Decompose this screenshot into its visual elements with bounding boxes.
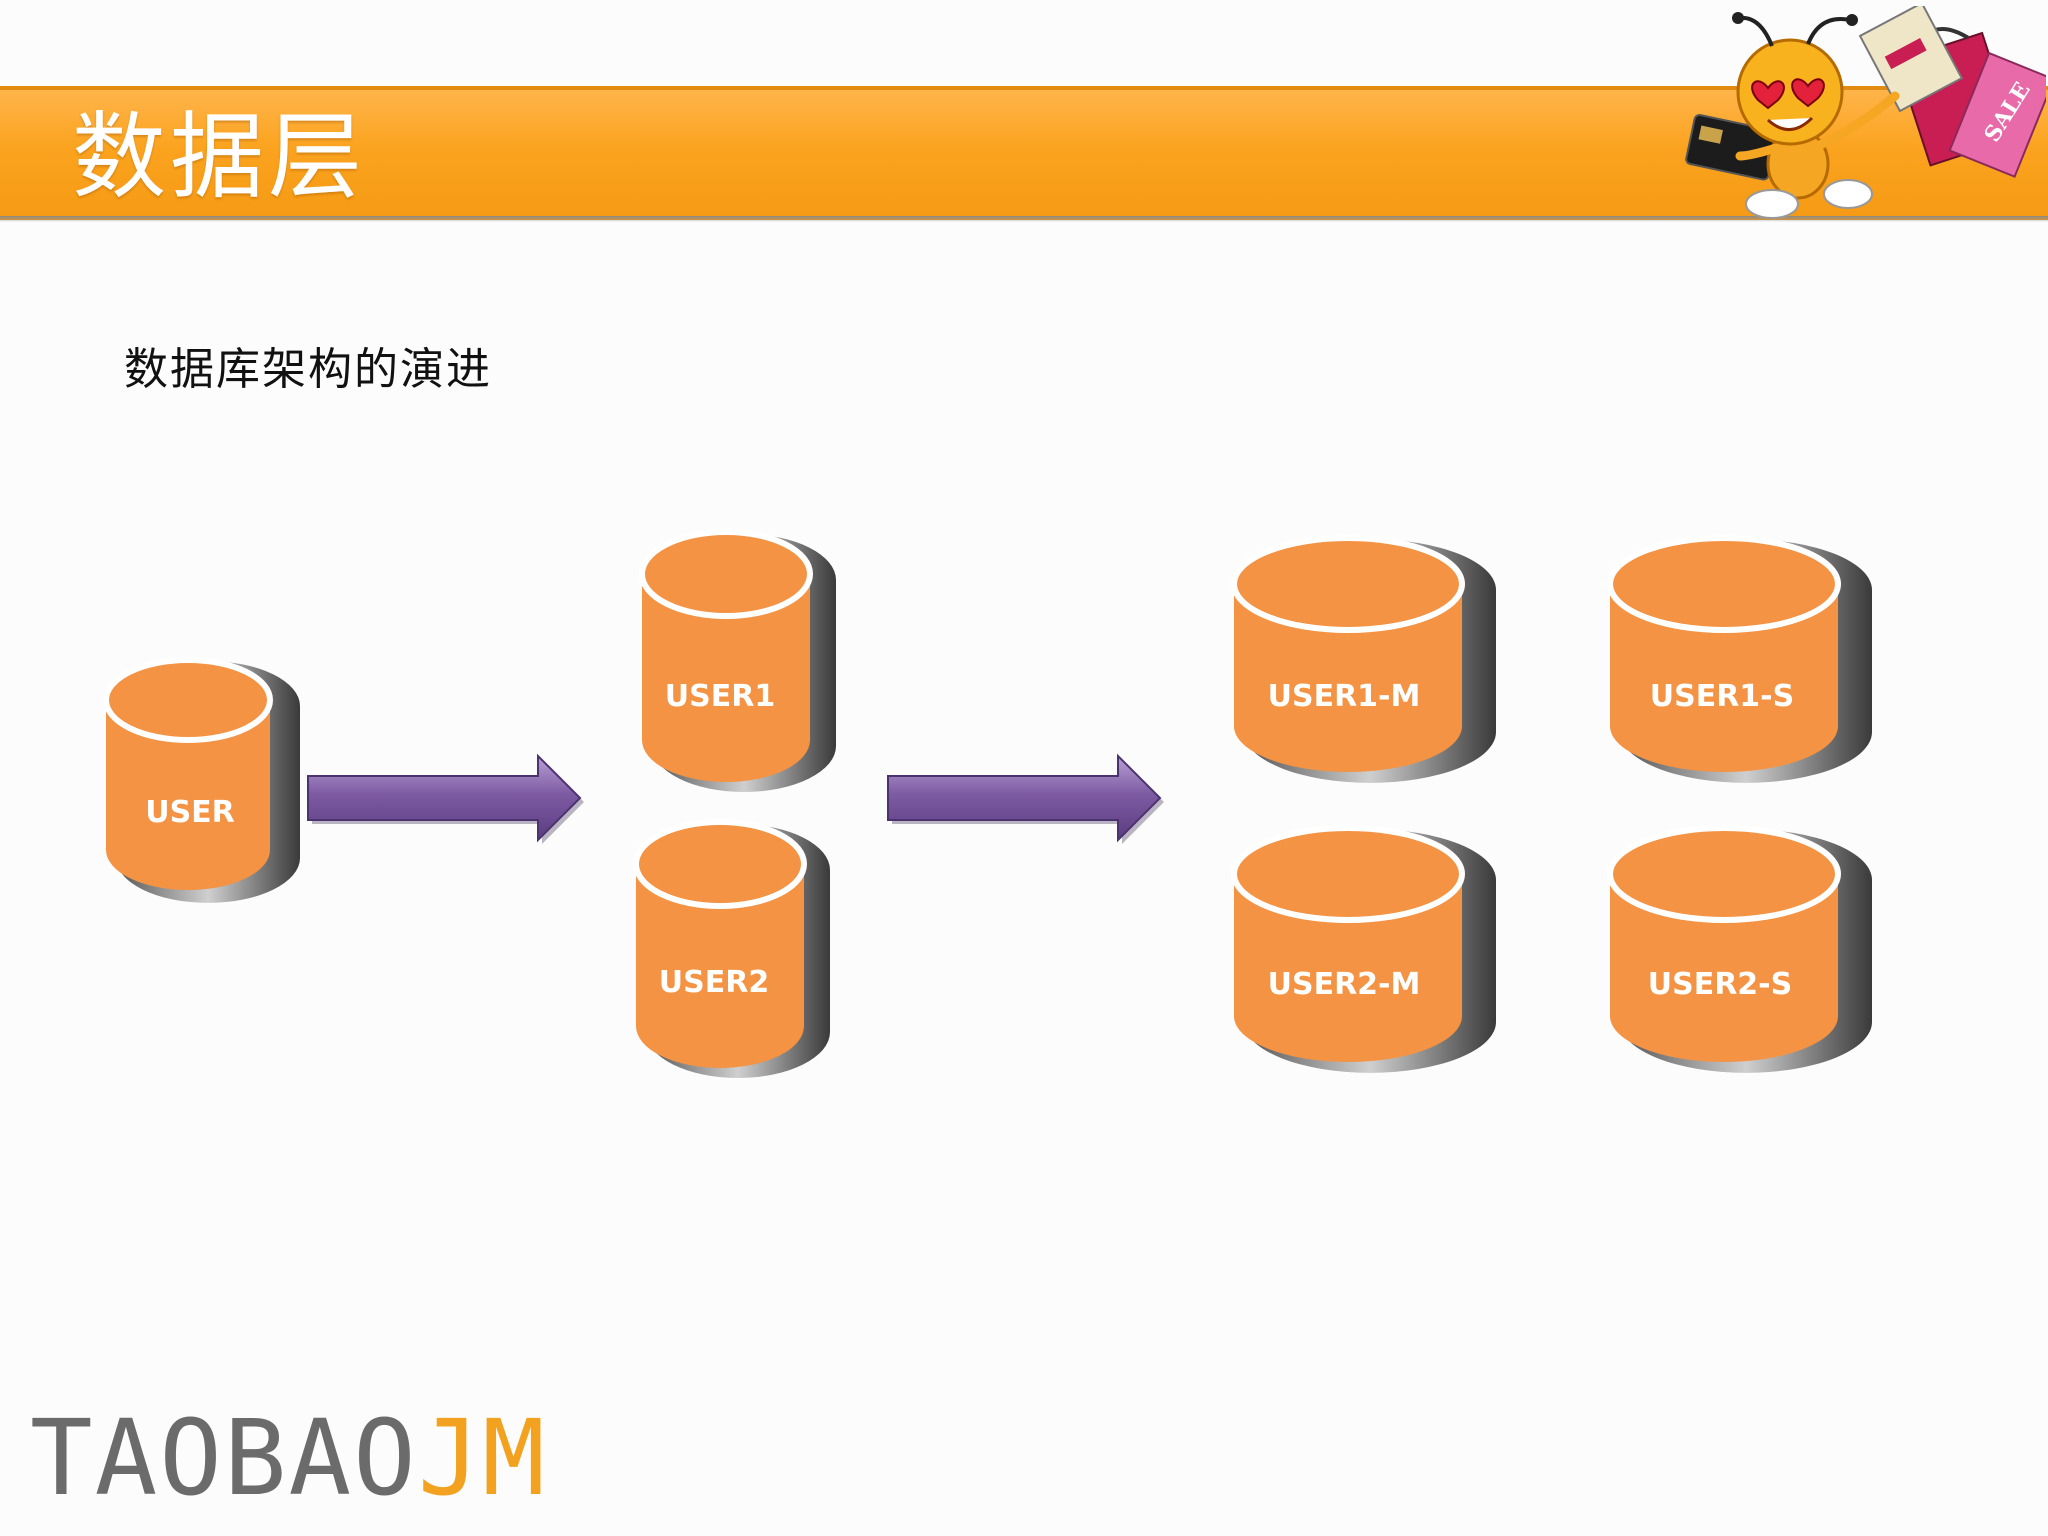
- db-cylinder-user2: USER2: [633, 819, 830, 1078]
- db-label-user1: USER1: [665, 679, 775, 714]
- header-shadow: [0, 216, 2048, 222]
- ant-mascot-icon: SALE: [1685, 6, 2046, 219]
- db-label-user1-s: USER1-S: [1650, 679, 1795, 714]
- db-cylinder-user2-m: USER2-M: [1231, 825, 1496, 1073]
- logo-text-jm: JM: [417, 1397, 547, 1519]
- db-cylinder-user1-s: USER1-S: [1607, 535, 1872, 783]
- logo-text-taobao: TAOBAO: [30, 1397, 418, 1519]
- db-cylinder-user2-s: USER2-S: [1607, 825, 1872, 1073]
- db-cylinder-user1: USER1: [639, 529, 836, 792]
- page-title: 数据层: [72, 103, 367, 212]
- db-label-user1-m: USER1-M: [1268, 679, 1421, 714]
- db-label-user2-m: USER2-M: [1268, 967, 1421, 1002]
- db-label-user2: USER2: [659, 965, 769, 1000]
- db-cylinder-user: USER: [103, 657, 300, 903]
- db-cylinder-user1-m: USER1-M: [1231, 535, 1496, 783]
- arrow-sharded-to-replicated: [887, 753, 1164, 844]
- db-label-user: USER: [145, 795, 235, 830]
- taobaojm-logo: TAOBAOJM: [30, 1398, 547, 1518]
- section-subtitle: 数据库架构的演进: [124, 344, 492, 395]
- arrow-user-to-sharded: [307, 753, 584, 844]
- db-label-user2-s: USER2-S: [1648, 967, 1793, 1002]
